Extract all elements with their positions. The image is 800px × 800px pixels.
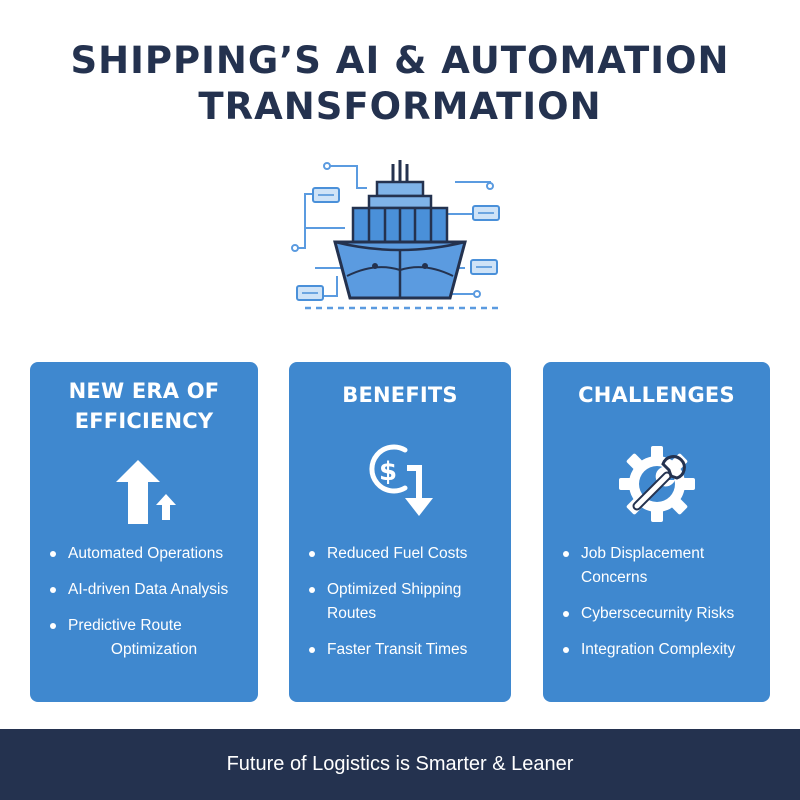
card-efficiency: NEW ERA OF EFFICIENCY Automated Operatio… <box>30 362 258 702</box>
gear-wrench-icon <box>619 446 695 522</box>
footer-text: Future of Logistics is Smarter & Leaner <box>226 753 574 775</box>
list-item: Faster Transit Times <box>307 638 503 662</box>
card-title: CHALLENGES <box>578 383 735 407</box>
cost-down-icon: $ <box>369 444 433 516</box>
footer-banner: Future of Logistics is Smarter & Leaner <box>0 729 800 800</box>
list-item: Job Displacement Concerns <box>561 542 762 590</box>
bullet-list: Job Displacement Concerns Cyberscecurnit… <box>561 542 762 674</box>
page-title: SHIPPING’S AI & AUTOMATION TRANSFORMATIO… <box>0 38 800 130</box>
title-line-2: TRANSFORMATION <box>198 85 602 128</box>
ship-network-icon <box>291 160 500 310</box>
list-item: Optimized Shipping Routes <box>307 578 503 626</box>
title-line-1: SHIPPING’S AI & AUTOMATION <box>70 39 730 82</box>
list-item: Reduced Fuel Costs <box>307 542 503 566</box>
card-title: BENEFITS <box>342 383 458 407</box>
svg-text:$: $ <box>379 457 397 487</box>
growth-arrows-icon <box>116 460 176 524</box>
list-item: Cyberscecurnity Risks <box>561 602 762 626</box>
card-title-line-2: EFFICIENCY <box>74 409 214 433</box>
card-benefits: BENEFITS $ Reduced Fuel Costs Optimized … <box>289 362 511 702</box>
card-title-line-1: NEW ERA OF <box>68 379 220 403</box>
bullet-list: Automated Operations AI-driven Data Anal… <box>48 542 250 674</box>
card-challenges: CHALLENGES Job Displacement Concerns Cyb… <box>543 362 770 702</box>
list-item: AI-driven Data Analysis <box>48 578 250 602</box>
bullet-list: Reduced Fuel Costs Optimized Shipping Ro… <box>307 542 503 674</box>
list-item: Integration Complexity <box>561 638 762 662</box>
list-item: Automated Operations <box>48 542 250 566</box>
